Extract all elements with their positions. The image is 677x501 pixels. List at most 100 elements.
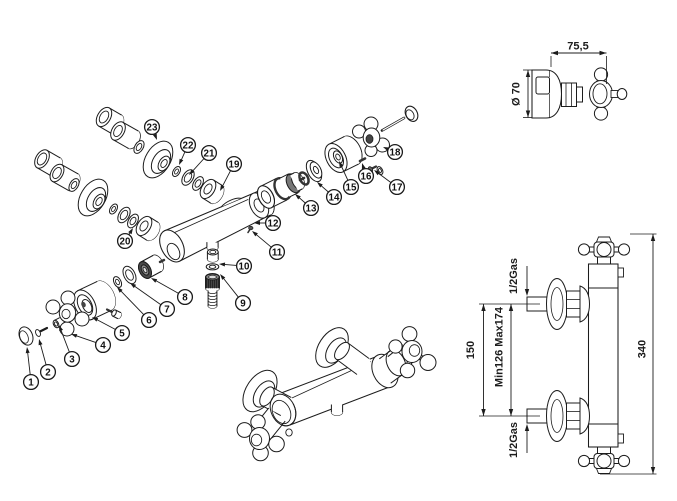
ellipse-shape	[334, 341, 350, 361]
circle-shape	[596, 453, 612, 469]
callout-leader-line	[221, 170, 231, 187]
callout-number: 3	[69, 355, 75, 366]
polygon-shape	[650, 467, 656, 474]
callout-leader-line	[120, 290, 145, 316]
path-shape	[205, 276, 220, 289]
polygon-shape	[599, 50, 607, 56]
callout-leader-line	[222, 277, 239, 298]
path-shape	[207, 301, 218, 304]
callout-1: 1	[22, 347, 40, 391]
ellipse-shape	[166, 242, 181, 261]
callout-arrowhead	[220, 274, 226, 280]
circle-shape	[401, 326, 418, 342]
callout-number: 10	[239, 262, 250, 273]
callout-number: 7	[164, 305, 170, 316]
path-shape	[36, 149, 61, 176]
ellipse-shape	[378, 168, 382, 173]
path-shape	[206, 242, 219, 248]
callout-16: 16	[357, 163, 375, 185]
path-shape	[595, 236, 613, 243]
callout-leader-line	[133, 285, 162, 306]
dim-width: 75,5	[550, 41, 607, 84]
circle-shape	[617, 454, 631, 468]
polygon-shape	[481, 304, 486, 311]
callout-5: 5	[92, 317, 131, 342]
circle-shape	[399, 362, 416, 379]
circle-shape	[45, 299, 61, 315]
polygon-shape	[481, 409, 486, 416]
callout-18: 18	[383, 143, 404, 161]
callout-arrowhead	[151, 278, 158, 283]
callout-arrowhead	[179, 158, 184, 165]
ellipse-shape	[312, 165, 320, 175]
callout-leader-line	[223, 263, 237, 266]
dim-height-label: 340	[637, 340, 649, 358]
rect-shape	[597, 446, 611, 455]
line-shape	[168, 199, 249, 236]
callout-balloon	[176, 288, 194, 306]
callout-arrowhead	[189, 169, 195, 175]
inlet-assembly-lower	[34, 149, 161, 242]
ellipse-shape	[61, 308, 71, 320]
ellipse-shape	[113, 125, 123, 137]
polygon-shape	[525, 70, 531, 77]
callout-balloon	[268, 243, 286, 261]
ellipse-shape	[19, 330, 29, 344]
ellipse-shape	[365, 134, 374, 144]
ellipse-shape	[53, 321, 59, 327]
callout-arrowhead	[295, 194, 301, 200]
callout-balloon	[386, 143, 404, 161]
callout-number: 13	[306, 204, 317, 215]
callout-balloon	[235, 257, 253, 275]
circle-shape	[577, 454, 591, 468]
dim-thread-top: 1/2Gas	[508, 258, 530, 296]
callout-number: 4	[100, 341, 106, 352]
oring-part14	[298, 171, 310, 186]
callout-number: 22	[183, 141, 194, 152]
callout-number: 18	[390, 148, 401, 159]
ellipse-shape	[271, 399, 292, 425]
circle-shape	[419, 354, 437, 371]
callout-10: 10	[219, 257, 253, 275]
callout-arrowhead	[38, 339, 43, 346]
ellipse-shape	[592, 83, 608, 105]
line-shape	[37, 326, 49, 334]
rect-shape	[561, 82, 577, 107]
polygon-shape	[508, 304, 514, 311]
dim-inlet-spacing-label: 150	[465, 341, 477, 359]
dim-thread-bottom-label: 1/2Gas	[508, 422, 520, 458]
callout-23: 23	[143, 118, 161, 140]
path-shape	[595, 468, 613, 474]
assembled-view	[236, 326, 437, 462]
callout-21: 21	[189, 144, 218, 175]
ellipse-shape	[115, 278, 120, 286]
callout-balloon	[357, 167, 375, 185]
callout-balloon	[39, 363, 57, 381]
callout-leader-line	[96, 319, 116, 330]
callout-balloon	[63, 350, 81, 368]
assembled-union-upper	[334, 341, 371, 376]
callout-arrowhead	[254, 221, 260, 225]
callout-balloon	[234, 294, 252, 312]
line-shape	[158, 258, 166, 264]
callout-leader-line	[340, 165, 349, 181]
circle-shape	[577, 243, 591, 256]
assembled-temp-handle	[236, 393, 297, 462]
washer-part7	[122, 265, 137, 285]
callout-number: 6	[146, 316, 152, 327]
rect-shape	[566, 402, 581, 430]
circle-shape	[236, 422, 253, 438]
callout-arrowhead	[25, 347, 30, 354]
callout-number: 14	[329, 193, 340, 204]
front-view-drawing: 340 150 Min126 Max174 1/2Gas 1/2Gas	[465, 233, 657, 475]
callout-22: 22	[179, 136, 197, 165]
callout-leader-line	[27, 351, 31, 375]
dim-adjust-range-label: Min126 Max174	[494, 306, 506, 387]
ellipse-shape	[550, 287, 564, 321]
ring-part6	[112, 276, 123, 288]
ellipse-shape	[250, 433, 263, 447]
ellipse-shape	[111, 206, 116, 212]
callout-balloon	[94, 336, 112, 354]
callout-number: 11	[272, 248, 283, 259]
dim-diameter: Ø 70	[511, 69, 532, 118]
